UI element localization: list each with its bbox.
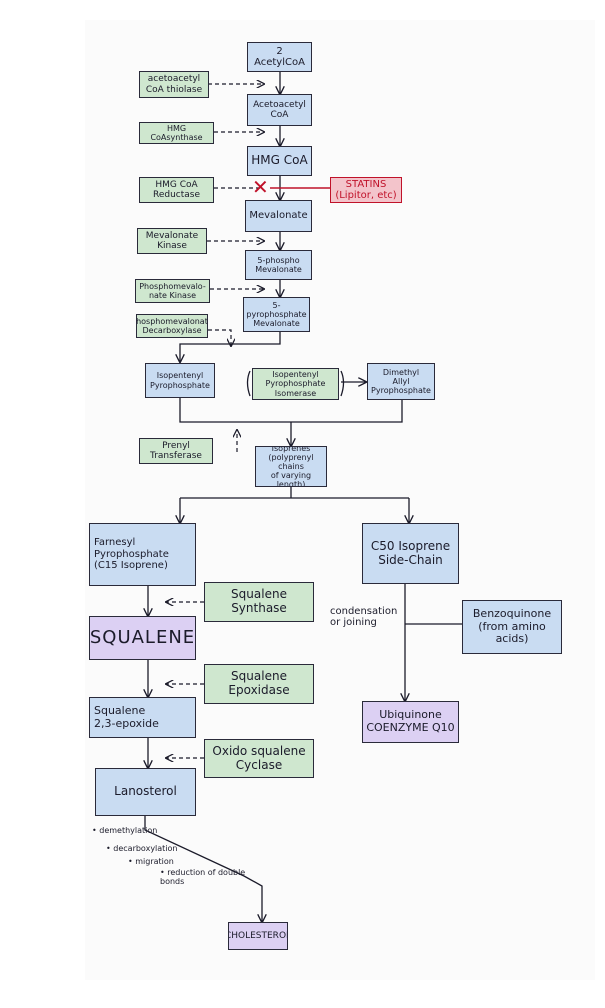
enzyme-hmg-coa-reductase: HMG CoA Reductase [139, 177, 214, 203]
node-mevalonate: Mevalonate [245, 200, 312, 232]
node-isoprenes: Isoprenes (polyprenyl chains of varying … [255, 446, 327, 487]
node-dimethylallyl-pyrophosphate: Dimethyl Allyl Pyrophosphate [367, 363, 435, 400]
node-squalene: SQUALENE [89, 616, 196, 660]
enzyme-squalene-synthase: Squalene Synthase [204, 582, 314, 622]
node-squalene-2-3-epoxide: Squalene 2,3-epoxide [89, 697, 196, 738]
note-demethylation: • demethylation [92, 826, 158, 835]
node-cholesterol: CHOLESTEROL [228, 922, 288, 950]
node-farnesyl-pyrophosphate: Farnesyl Pyrophosphate (C15 Isoprene) [89, 523, 196, 586]
enzyme-acetoacetyl-thiolase: acetoacetyl CoA thiolase [139, 71, 209, 98]
enzyme-isopentenyl-pyrophosphate-isomerase: Isopentenyl Pyrophosphate Isomerase [252, 368, 339, 400]
node-isopentenyl-pyrophosphate: Isopentenyl Pyrophosphate [145, 363, 215, 398]
node-5-phospho-mevalonate: 5-phospho Mevalonate [245, 250, 312, 280]
node-lanosterol: Lanosterol [95, 768, 196, 816]
node-hmg-coa: HMG CoA [247, 146, 312, 176]
node-acetyl-coa: 2 AcetylCoA [247, 42, 312, 72]
note-reduction-of-double-bonds: • reduction of double bonds [160, 868, 246, 886]
node-acetoacetyl-coa: Acetoacetyl CoA [247, 94, 312, 126]
isomerase-bracket-left [246, 370, 251, 397]
isomerase-bracket-right [340, 370, 345, 397]
label-condensation-or-joining: condensation or joining [330, 605, 398, 629]
enzyme-hmg-coa-synthase: HMG CoAsynthase [139, 122, 214, 144]
inhibition-x-icon: ✕ [252, 175, 269, 199]
enzyme-oxidosqualene-cyclase: Oxido squalene Cyclase [204, 739, 314, 778]
node-benzoquinone: Benzoquinone (from amino acids) [462, 600, 562, 654]
enzyme-squalene-epoxidase: Squalene Epoxidase [204, 664, 314, 704]
note-migration: • migration [128, 857, 174, 866]
node-ubiquinone-coenzyme-q10: Ubiquinone COENZYME Q10 [362, 701, 459, 743]
inhibitor-statins: STATINS (Lipitor, etc) [330, 177, 402, 203]
enzyme-link-decarboxylase [208, 329, 231, 346]
enzyme-phosphomevalonate-kinase: Phosphomevalo- nate Kinase [135, 279, 210, 303]
node-c50-isoprene-side-chain: C50 Isoprene Side-Chain [362, 523, 459, 584]
note-decarboxylation: • decarboxylation [106, 844, 178, 853]
node-5-pyrophosphate-mevalonate: 5-pyrophosphate Mevalonate [243, 297, 310, 332]
line-isopentenyl-down [179, 398, 403, 423]
arrow-lanosterol-to-cholesterol [144, 816, 262, 922]
enzyme-mevalonate-kinase: Mevalonate Kinase [137, 228, 207, 254]
enzyme-phosphomevalonate-decarboxylase: Phosphomevalonate Decarboxylase [136, 314, 208, 338]
enzyme-prenyl-transferase: Prenyl Transferase [139, 438, 213, 464]
